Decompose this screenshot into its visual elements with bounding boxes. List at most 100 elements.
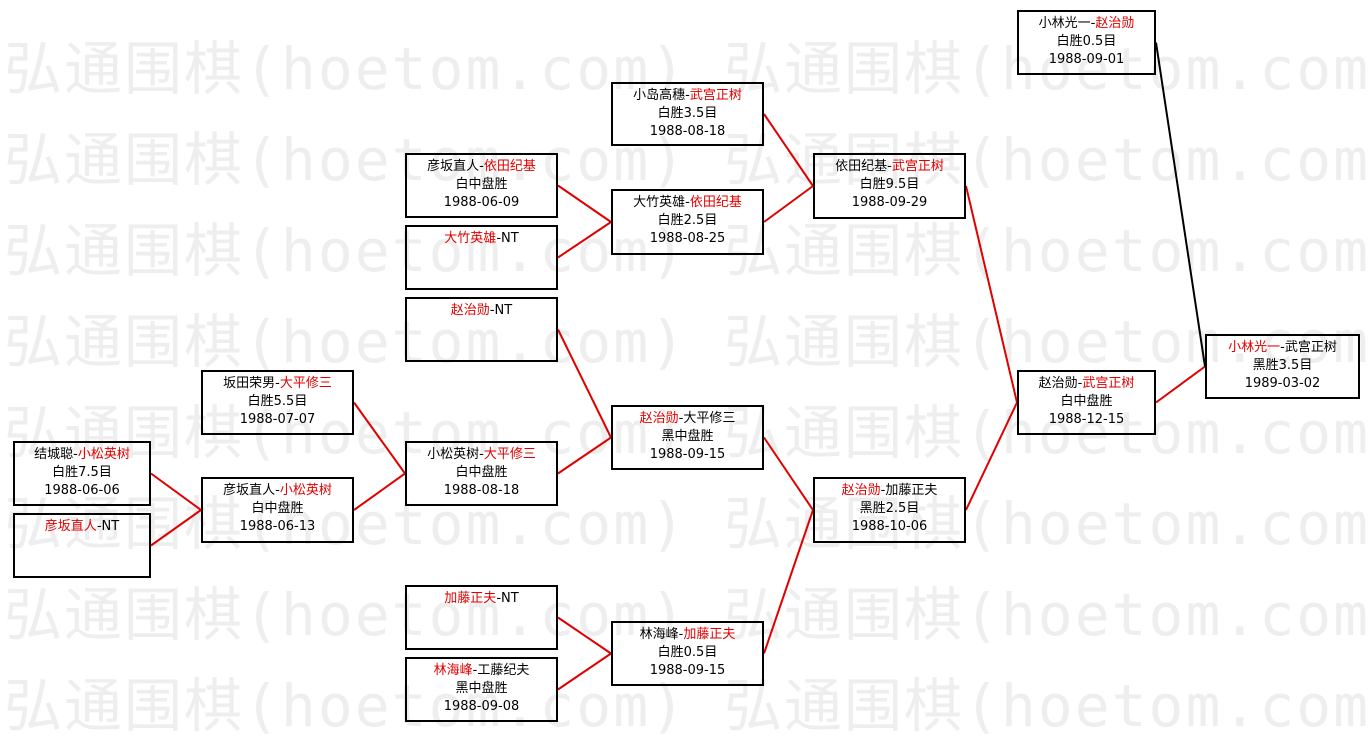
player-2: 武宫正树 [689,88,742,103]
match-players: 林海峰-工藤纪夫 [407,662,556,680]
match-result: 白胜0.5目 [657,645,718,660]
player-1: 赵治勋 [639,411,679,426]
match-date [407,266,556,284]
bracket-connector [150,509,202,547]
player-2: 大平修三 [279,376,332,391]
match-players: 彦坂直人-NT [15,518,149,536]
player-2: 武宫正树 [1082,376,1135,391]
match-date: 1988-06-13 [239,519,316,534]
player-1: 赵治勋 [450,303,490,318]
separator: - [496,591,502,606]
separator: - [275,483,280,498]
bracket-connector [557,184,612,223]
bracket-connector [763,436,814,511]
match-result: 黑胜2.5目 [859,501,920,516]
separator: - [685,195,690,210]
bracket-connector [557,221,612,259]
match-result: 白中盘胜 [455,177,508,192]
match-result: 白胜9.5目 [859,177,920,192]
match-box: 赵治勋-大平修三黑中盘胜 1988-09-15 [611,405,764,470]
separator: - [275,376,280,391]
player-1: 小林光一 [1038,16,1091,31]
player-2: NT [494,303,513,318]
match-date: 1988-09-01 [1048,52,1125,67]
player-1: 大竹英雄 [444,231,497,246]
separator: - [96,519,102,534]
match-result [407,608,556,626]
bracket-connector [353,472,406,511]
separator: - [887,159,892,174]
match-date: 1988-06-09 [443,195,520,210]
player-1: 彦坂直人 [223,483,276,498]
match-players: 赵治勋-加藤正夫 [815,482,964,500]
player-1: 林海峰 [433,663,473,678]
match-box: 彦坂直人-NT [13,513,151,578]
player-2: 加藤正夫 [683,627,736,642]
match-date: 1988-09-29 [851,195,928,210]
match-players: 赵治勋-武宫正树 [1019,375,1154,393]
match-date [407,626,556,644]
separator: - [1077,376,1083,391]
match-date: 1988-06-06 [44,483,120,498]
match-result: 白胜3.5目 [657,106,718,121]
match-players: 加藤正夫-NT [407,590,556,608]
match-result [407,248,556,266]
match-result [407,320,556,338]
match-players: 坂田荣男-大平修三 [203,375,352,393]
player-2: 武宫正树 [891,159,944,174]
separator: - [678,411,684,426]
separator: - [1090,16,1096,31]
separator: - [685,88,690,103]
match-players: 彦坂直人-依田纪基 [407,158,556,176]
bracket-connector [557,329,612,438]
player-2: 依田纪基 [483,159,536,174]
match-players: 赵治勋-大平修三 [613,410,762,428]
player-2: 依田纪基 [689,195,742,210]
match-date: 1989-03-02 [1244,376,1321,391]
match-players: 小林光一-武宫正树 [1207,339,1358,357]
bracket-connector [965,402,1018,511]
match-date [407,338,556,356]
player-2: 武宫正树 [1284,340,1337,355]
player-1: 赵治勋 [841,483,881,498]
player-1: 坂田荣男 [223,376,276,391]
match-players: 小松英树-大平修三 [407,446,556,464]
player-2: 加藤正夫 [885,483,938,498]
match-date: 1988-08-18 [649,124,726,139]
player-1: 彦坂直人 [427,159,480,174]
player-1: 依田纪基 [835,159,888,174]
match-result: 白胜0.5目 [1056,34,1117,49]
match-box: 加藤正夫-NT [405,585,558,650]
match-date: 1988-09-15 [649,447,726,462]
match-date: 1988-10-06 [851,519,928,534]
match-players: 小岛高穗-武宫正树 [613,87,762,105]
separator: - [678,627,684,642]
match-players: 大竹英雄-依田纪基 [613,194,762,212]
player-1: 大竹英雄 [633,195,686,210]
match-result [15,536,149,554]
match-date: 1988-12-15 [1048,412,1125,427]
separator: - [489,303,495,318]
player-2: 大平修三 [483,447,536,462]
match-result: 黑中盘胜 [661,429,714,444]
bracket-connector [150,472,202,511]
match-box: 大竹英雄-NT [405,225,558,290]
match-players: 小林光一-赵治勋 [1019,15,1154,33]
match-box: 赵治勋-NT [405,297,558,362]
match-players: 结城聪-小松英树 [15,446,149,464]
player-2: 小松英树 [77,447,130,462]
bracket-connector [353,401,406,475]
player-2: NT [501,231,519,246]
bracket-connector [763,113,814,187]
player-2: 工藤纪夫 [477,663,530,678]
separator: - [1280,340,1285,355]
separator: - [479,159,484,174]
match-date: 1988-09-08 [443,699,520,714]
match-box: 赵治勋-加藤正夫黑胜2.5目 1988-10-06 [813,477,966,543]
